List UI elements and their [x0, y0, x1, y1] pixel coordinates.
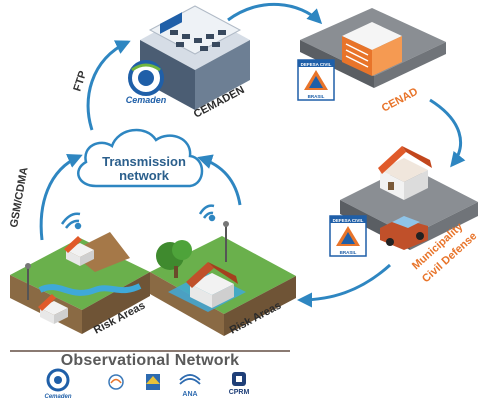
- partner-logo-3-icon: [146, 374, 160, 390]
- transmission-cloud: [77, 128, 204, 188]
- arrow-transmission-to-cemaden: [86, 40, 131, 131]
- transmission-label-line2: network: [119, 168, 170, 183]
- wifi-icon: [60, 212, 82, 230]
- municipality-civil-defense-badge: [329, 215, 367, 257]
- ftp-label: FTP: [71, 69, 89, 92]
- ana-logo-icon: [179, 374, 201, 385]
- municipality-badge-bottom: BRASIL: [340, 250, 357, 255]
- gsm-label: GSM/CDMA: [8, 166, 30, 228]
- observational-network-title: Observational Network: [60, 352, 240, 369]
- ana-logo-text: ANA: [182, 391, 197, 398]
- observational-network-divider: [10, 350, 290, 352]
- arrow-sensors-to-transmission: [39, 153, 83, 241]
- arrow-cemaden-to-cenad: [227, 2, 323, 25]
- municipality-house: [378, 146, 432, 200]
- cenad-building: [342, 22, 402, 76]
- cenad-label: CENAD: [380, 86, 420, 115]
- arrow-risk-to-transmission: [197, 154, 242, 206]
- risk-area-left-house-bottom: [38, 294, 68, 324]
- transmission-label-line1: Transmission: [102, 154, 186, 169]
- cemaden-building: [140, 5, 250, 110]
- arrow-cenad-to-municipality: [429, 98, 466, 168]
- municipality-badge-top: DEFESA CIVIL: [333, 218, 364, 223]
- cemaden-logo-text: Cemaden: [126, 95, 167, 105]
- arrow-municipality-to-risk: [297, 263, 392, 308]
- risk-area-right-house: [186, 262, 238, 308]
- cemaden-logo-icon: [128, 60, 164, 96]
- risk-area-right-tree: [156, 240, 192, 278]
- partner-logo-2-icon: [108, 374, 124, 390]
- wifi-icon-right: [198, 204, 216, 222]
- cemaden-footer-logo-icon: [46, 368, 70, 392]
- cprm-logo-icon: [232, 372, 246, 386]
- cenad-badge-top: DEFESA CIVIL: [301, 62, 332, 67]
- municipality-car: [380, 216, 428, 250]
- sensor-tower-right: [223, 221, 229, 262]
- cenad-civil-defense-badge: [297, 59, 335, 101]
- risk-area-left-house-top: [64, 236, 94, 266]
- cemaden-footer-logo-text: Cemaden: [44, 394, 71, 400]
- sensor-tower-left: [25, 263, 31, 300]
- cenad-badge-bottom: BRASIL: [308, 94, 325, 99]
- cprm-logo-text: CPRM: [229, 389, 250, 396]
